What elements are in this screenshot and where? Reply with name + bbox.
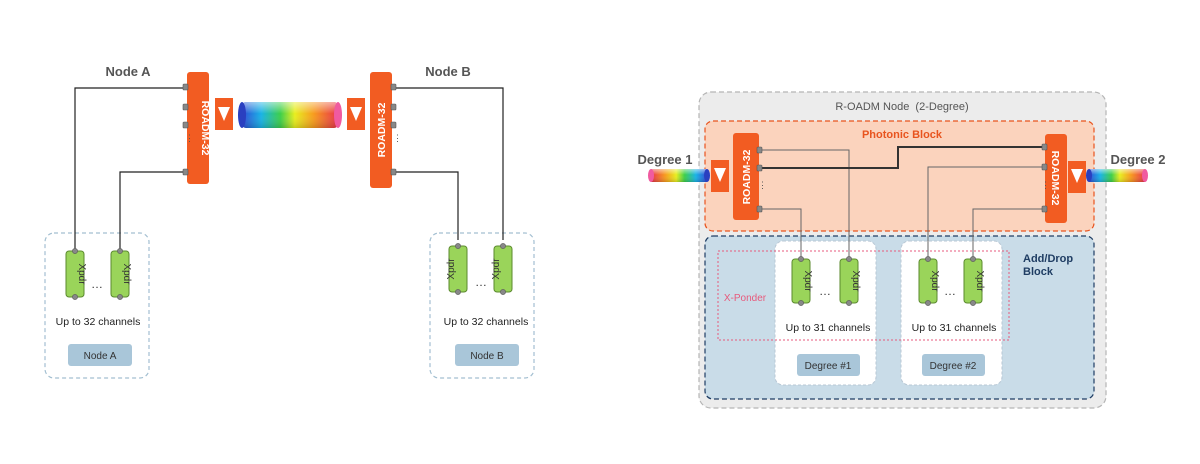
xpdr-d1-ellipsis: …: [819, 284, 831, 298]
xpdr-d1-1-label: Xpdr: [802, 270, 813, 292]
xpdr-b2: Xpdr: [491, 243, 513, 295]
roadm-b-triangle-icon: [347, 98, 365, 130]
roadm-b-port-dots: ⋮: [393, 133, 402, 143]
xpdr-d2-1-label: Xpdr: [929, 270, 940, 292]
roadm-left-label: ROADM-32: [741, 149, 753, 204]
xpdr-d1-1: Xpdr: [791, 256, 813, 306]
adddrop-label-1: Add/Drop: [1023, 253, 1073, 265]
xpdr-d2-1: Xpdr: [918, 256, 940, 306]
photonic-block-label: Photonic Block: [862, 129, 943, 141]
right-diagram: R-OADM Node (2-Degree) Photonic Block Ad…: [638, 91, 1166, 409]
degree2-box-label: Degree #2: [930, 361, 977, 372]
xpdr-d2-ellipsis: …: [944, 284, 956, 298]
node-a-box-label: Node A: [84, 351, 117, 362]
node-a-box: [44, 232, 150, 379]
xpdr-d1-2-label: Xpdr: [850, 270, 861, 292]
node-b-label-box: [455, 344, 519, 366]
xpdr-a2-label: Xpdr: [121, 263, 132, 285]
xpdr-a2: Xpdr: [110, 248, 132, 300]
xponder-label: X-Ponder: [724, 293, 767, 304]
roadm-b: ⋮ ROADM-32: [370, 72, 402, 188]
xpdr-b2-label: Xpdr: [491, 258, 502, 280]
xpdr-b1: Xpdr: [446, 243, 468, 295]
roadm-a-triangle-icon: [215, 98, 233, 130]
degree1-label-box: [797, 354, 860, 376]
node-b-box: [429, 232, 535, 379]
node-b-box-label: Node B: [470, 351, 504, 362]
degree2-label-box: [922, 354, 985, 376]
adddrop-label-2: Block: [1023, 266, 1054, 278]
roadm-a: ⋮ ROADM-32: [182, 72, 211, 184]
right-fiber-lines: [761, 149, 1046, 264]
roadm-node-title: R-OADM Node (2-Degree): [835, 101, 968, 113]
roadm-right-port-dots: ⋮: [1041, 180, 1050, 190]
channels-b: Up to 32 channels: [444, 316, 529, 328]
xpdr-d2-2-label: Xpdr: [974, 270, 985, 292]
xpdr-a-ellipsis: …: [91, 277, 103, 291]
xpdr-d1-2: Xpdr: [839, 256, 861, 306]
left-diagram: ⋮ ROADM-32 ⋮ ROAD: [44, 64, 535, 379]
fiber-tube: [238, 102, 342, 128]
roadm-a-label: ROADM-32: [199, 101, 211, 156]
degree1-fiber: [648, 169, 710, 182]
node-a-title: Node A: [105, 64, 151, 79]
degree1-box-label: Degree #1: [805, 361, 852, 372]
xponder-box: [717, 250, 1010, 341]
roadm-right-triangle-icon: [1068, 161, 1086, 193]
roadm-left-triangle-icon: [711, 160, 729, 192]
express-fiber: [761, 146, 1046, 169]
xpdr-a1-label: Xpdr: [76, 263, 87, 285]
left-fiber-lines: [74, 87, 504, 256]
xpdr-b-ellipsis: …: [475, 275, 487, 289]
degree1-label: Degree 1: [638, 152, 693, 167]
channels-d1: Up to 31 channels: [786, 322, 871, 334]
roadm-left-port-dots: ⋮: [758, 180, 767, 190]
degree2-fiber: [1086, 169, 1148, 182]
roadm-right-label: ROADM-32: [1049, 151, 1061, 206]
channels-a: Up to 32 channels: [56, 316, 141, 328]
channels-d2: Up to 31 channels: [912, 322, 997, 334]
node-b-title: Node B: [425, 64, 471, 79]
xpdr-d2-2: Xpdr: [963, 256, 985, 306]
roadm-a-port-dots: ⋮: [185, 133, 194, 143]
xpdr-b1-label: Xpdr: [446, 258, 457, 280]
roadm-left: ⋮ ROADM-32: [733, 133, 767, 220]
roadm-right: ⋮ ROADM-32: [1041, 134, 1067, 223]
degree2-label: Degree 2: [1111, 152, 1166, 167]
xpdr-a1: Xpdr: [65, 248, 87, 300]
node-a-label-box: [68, 344, 132, 366]
roadm-b-label: ROADM-32: [376, 102, 388, 157]
